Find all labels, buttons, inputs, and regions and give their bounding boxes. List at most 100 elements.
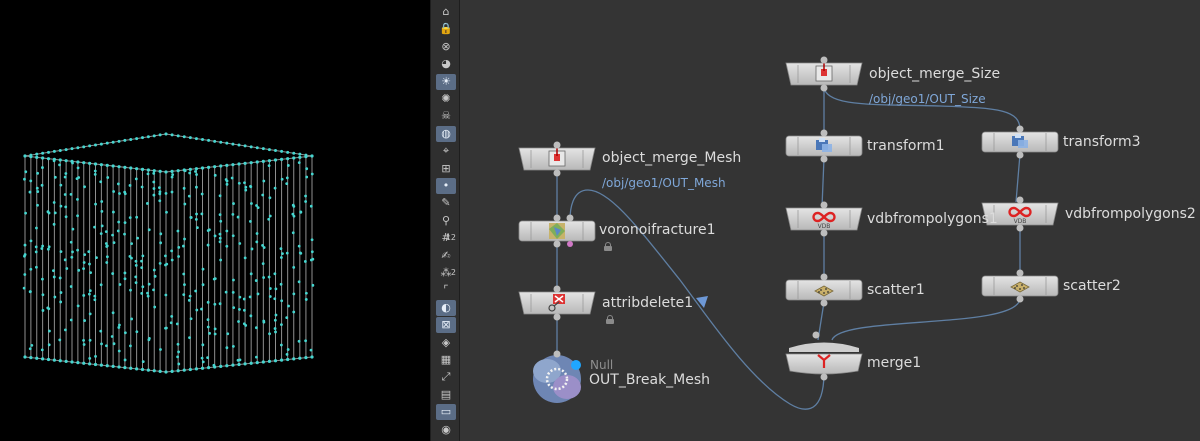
point xyxy=(76,304,80,308)
point xyxy=(194,137,198,141)
point xyxy=(158,261,162,265)
skull-icon[interactable]: ☠ xyxy=(441,109,451,123)
brush-icon[interactable]: ✎ xyxy=(441,196,451,210)
point xyxy=(58,163,61,167)
point xyxy=(165,262,169,266)
node-transform3[interactable] xyxy=(981,125,1059,159)
point xyxy=(255,355,258,359)
lock-icon xyxy=(604,242,612,251)
point xyxy=(159,241,163,245)
snap-icon[interactable]: ⌖ xyxy=(442,144,450,158)
scatter-icon xyxy=(814,285,834,297)
node-merge1[interactable] xyxy=(785,331,863,381)
number-icon[interactable]: #12 xyxy=(441,231,456,245)
point xyxy=(213,332,217,336)
point xyxy=(111,210,115,214)
point xyxy=(88,144,92,148)
point xyxy=(213,234,217,238)
point xyxy=(29,290,32,294)
node-vdbfrompolygons2[interactable]: VDB xyxy=(981,196,1059,232)
wire-icon[interactable]: ⊠ xyxy=(436,317,456,334)
point xyxy=(231,290,235,294)
node-OUT_Break_Mesh[interactable] xyxy=(533,350,581,404)
point xyxy=(225,346,229,350)
point xyxy=(201,283,205,287)
point-icon[interactable]: • xyxy=(436,178,456,194)
point xyxy=(249,314,253,318)
point xyxy=(48,329,51,333)
point xyxy=(268,196,272,200)
point xyxy=(201,267,205,271)
point xyxy=(231,212,235,216)
smooth-icon[interactable]: ◈ xyxy=(441,335,451,349)
node-label-transform3: transform3 xyxy=(1063,134,1141,150)
point xyxy=(29,153,33,157)
particle-count-icon[interactable]: ⁂2 xyxy=(440,266,457,279)
node-voronoifracture1[interactable] xyxy=(518,214,596,248)
point xyxy=(82,338,85,342)
point xyxy=(194,289,198,293)
ghost-icon[interactable]: ◕ xyxy=(441,57,451,71)
corner-icon[interactable]: ⌜ xyxy=(443,283,449,297)
point xyxy=(111,364,115,368)
camera-icon[interactable]: ◉ xyxy=(441,422,451,436)
node-attribdelete1[interactable] xyxy=(518,285,596,321)
node-transform1[interactable] xyxy=(785,129,863,163)
point xyxy=(280,299,284,303)
lock-icon[interactable]: 🔒 xyxy=(439,22,453,36)
lightbulb-icon[interactable]: ☀ xyxy=(436,73,456,90)
point xyxy=(206,356,209,360)
background-icon[interactable]: ▭ xyxy=(436,404,456,421)
point xyxy=(285,251,289,255)
texture-icon[interactable]: ▦ xyxy=(440,353,452,366)
close-circle-icon[interactable]: ⊗ xyxy=(441,39,451,53)
node-object_merge_Size[interactable] xyxy=(785,56,863,92)
point xyxy=(134,177,138,181)
point xyxy=(225,141,229,145)
point xyxy=(95,256,98,260)
point xyxy=(141,285,145,289)
point xyxy=(140,291,144,295)
point xyxy=(93,172,97,176)
point xyxy=(159,232,163,236)
input-connector xyxy=(820,56,828,64)
point xyxy=(63,193,67,196)
point xyxy=(304,356,308,360)
point xyxy=(310,172,314,176)
point xyxy=(41,309,45,312)
point xyxy=(201,343,205,347)
point xyxy=(59,291,63,294)
layer-icon[interactable]: ▤ xyxy=(440,387,452,401)
view-mode-icon[interactable]: ◍ xyxy=(436,125,456,142)
point xyxy=(129,344,132,348)
handle-icon[interactable]: ⤢ xyxy=(441,370,451,384)
node-scatter1[interactable] xyxy=(785,273,863,307)
point xyxy=(118,323,121,327)
point xyxy=(64,148,68,152)
paint-icon[interactable]: ✍ xyxy=(441,248,451,262)
shade-icon[interactable]: ◐ xyxy=(436,299,456,316)
point xyxy=(117,349,121,353)
point xyxy=(158,186,161,190)
point xyxy=(141,360,145,364)
node-object_merge_Mesh[interactable] xyxy=(518,141,596,177)
node-scatter2[interactable] xyxy=(981,269,1059,303)
point xyxy=(206,318,210,322)
display-options-icon[interactable]: ⊞ xyxy=(441,161,451,175)
point xyxy=(273,158,278,162)
point xyxy=(82,343,86,346)
point xyxy=(189,317,193,321)
point xyxy=(29,239,33,243)
light-icon[interactable]: ✺ xyxy=(441,92,451,105)
point xyxy=(130,317,133,321)
pin-icon[interactable]: ⌂ xyxy=(442,5,450,18)
3d-viewport[interactable] xyxy=(0,0,430,441)
point xyxy=(262,319,266,323)
node-vdbfrompolygons1[interactable]: VDB xyxy=(785,201,863,237)
point xyxy=(140,167,145,171)
point xyxy=(187,298,191,302)
point xyxy=(123,358,127,362)
input-connector xyxy=(553,285,561,293)
pick-icon[interactable]: ⚲ xyxy=(441,213,451,227)
